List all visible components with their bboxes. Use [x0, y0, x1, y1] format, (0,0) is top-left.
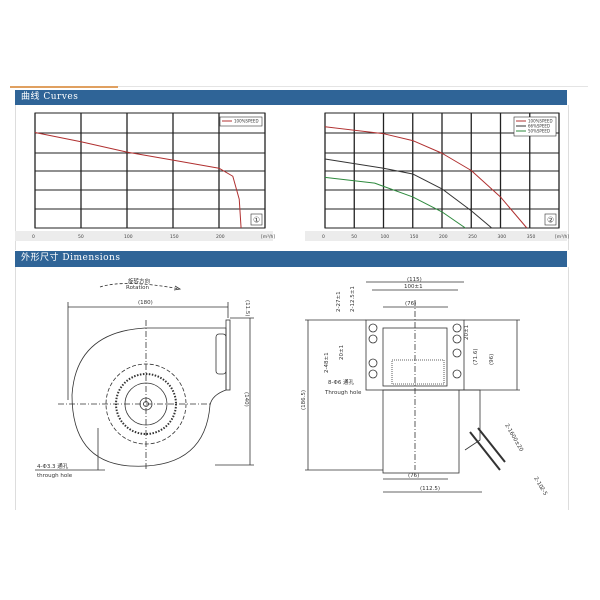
- legend: [219, 116, 263, 127]
- curves-panel: [15, 105, 569, 250]
- rotation-label-cn: 旋转方向: [128, 277, 150, 285]
- x-tick-label: 0: [32, 234, 35, 240]
- side-total-height: (186.5): [301, 390, 307, 410]
- side-right-height: (96): [489, 354, 495, 365]
- side-overall-width: (115): [407, 277, 422, 283]
- front-width-label: (180): [138, 300, 153, 306]
- side-hole-spacing: 100±1: [404, 284, 423, 290]
- x-tick-label: 250: [468, 234, 477, 240]
- x-tick-label: 150: [410, 234, 419, 240]
- x-tick-label: 200: [439, 234, 448, 240]
- side-hole-label-cn: 8-Φ6 通孔: [328, 378, 355, 386]
- chart-2: 0 50 100 150 200 250 300 350 [m³/h] 100%SPEED66%S…: [305, 112, 569, 241]
- x-tick-label: 100: [124, 234, 133, 240]
- legend-label: 100%SPEED: [234, 119, 259, 124]
- legend-label: 100%SPEED: [528, 119, 553, 124]
- side-top-offset-1: 2-27±1: [336, 291, 342, 312]
- legend-label: 66%SPEED: [528, 124, 550, 129]
- side-right-spacing-2: (71.6): [473, 348, 479, 365]
- chart-badge: ①: [253, 216, 260, 225]
- side-top-offset-2: 2-12.5±1: [350, 286, 356, 312]
- side-cable-2: 2-10: [532, 476, 544, 490]
- series-line: [324, 158, 493, 229]
- chart-badge-box: [250, 213, 263, 226]
- front-view-drawing: 旋转方向 Rotation (180) (11.5) (140) 4-Φ3.3 …: [35, 277, 254, 479]
- chart-1: 0 50 100 150 200 [m³/h] 100%SPEED ①: [15, 112, 275, 241]
- front-hole-label-en: through hole: [37, 473, 73, 479]
- side-cable-1: 2-1600±20: [503, 423, 524, 453]
- side-cable-3: 2-5: [538, 486, 548, 497]
- side-hole-label-en: Through hole: [324, 390, 362, 396]
- series-line: [324, 126, 528, 229]
- side-left-spacing-1: 2-48±1: [324, 352, 330, 373]
- rotation-label-en: Rotation: [126, 285, 150, 291]
- front-height-label: (140): [243, 392, 249, 407]
- side-right-spacing-1: 20±1: [464, 325, 470, 340]
- side-bottom-overall: (112.5): [420, 486, 440, 492]
- side-bottom-inner: (76): [408, 473, 419, 479]
- side-inner-width: (76): [405, 301, 416, 307]
- x-axis-band: [305, 231, 567, 241]
- side-view-drawing: (115) 100±1 (76) (186.5) 2-27±1 2-12.5±1…: [301, 277, 548, 497]
- series-line: [324, 176, 466, 229]
- x-tick-label: 0: [322, 234, 325, 240]
- x-axis-label: [m³/h]: [261, 234, 275, 240]
- legend-label: 50%SPEED: [528, 129, 550, 134]
- series-line: [34, 132, 242, 229]
- side-left-spacing-2: 20±1: [339, 345, 345, 360]
- top-divider: [118, 86, 588, 87]
- front-flange-label: (11.5): [244, 300, 250, 317]
- curves-section-header: 曲线 Curves: [15, 90, 567, 105]
- x-axis-band: [15, 231, 273, 241]
- top-accent-line: [10, 86, 118, 88]
- front-hole-label-cn: 4-Φ3.3 通孔: [37, 462, 69, 470]
- chart-badge: ②: [547, 216, 554, 225]
- x-tick-label: 50: [78, 234, 84, 240]
- x-tick-label: 100: [381, 234, 390, 240]
- x-axis-label: [m³/h]: [555, 234, 569, 240]
- x-tick-label: 50: [351, 234, 357, 240]
- dimensions-section-header: 外形尺寸 Dimensions: [15, 251, 567, 267]
- chart-badge-box: [544, 213, 557, 226]
- dimensions-panel: [15, 267, 569, 510]
- x-tick-label: 300: [498, 234, 507, 240]
- x-tick-label: 200: [216, 234, 225, 240]
- x-tick-label: 350: [527, 234, 536, 240]
- x-tick-label: 150: [170, 234, 179, 240]
